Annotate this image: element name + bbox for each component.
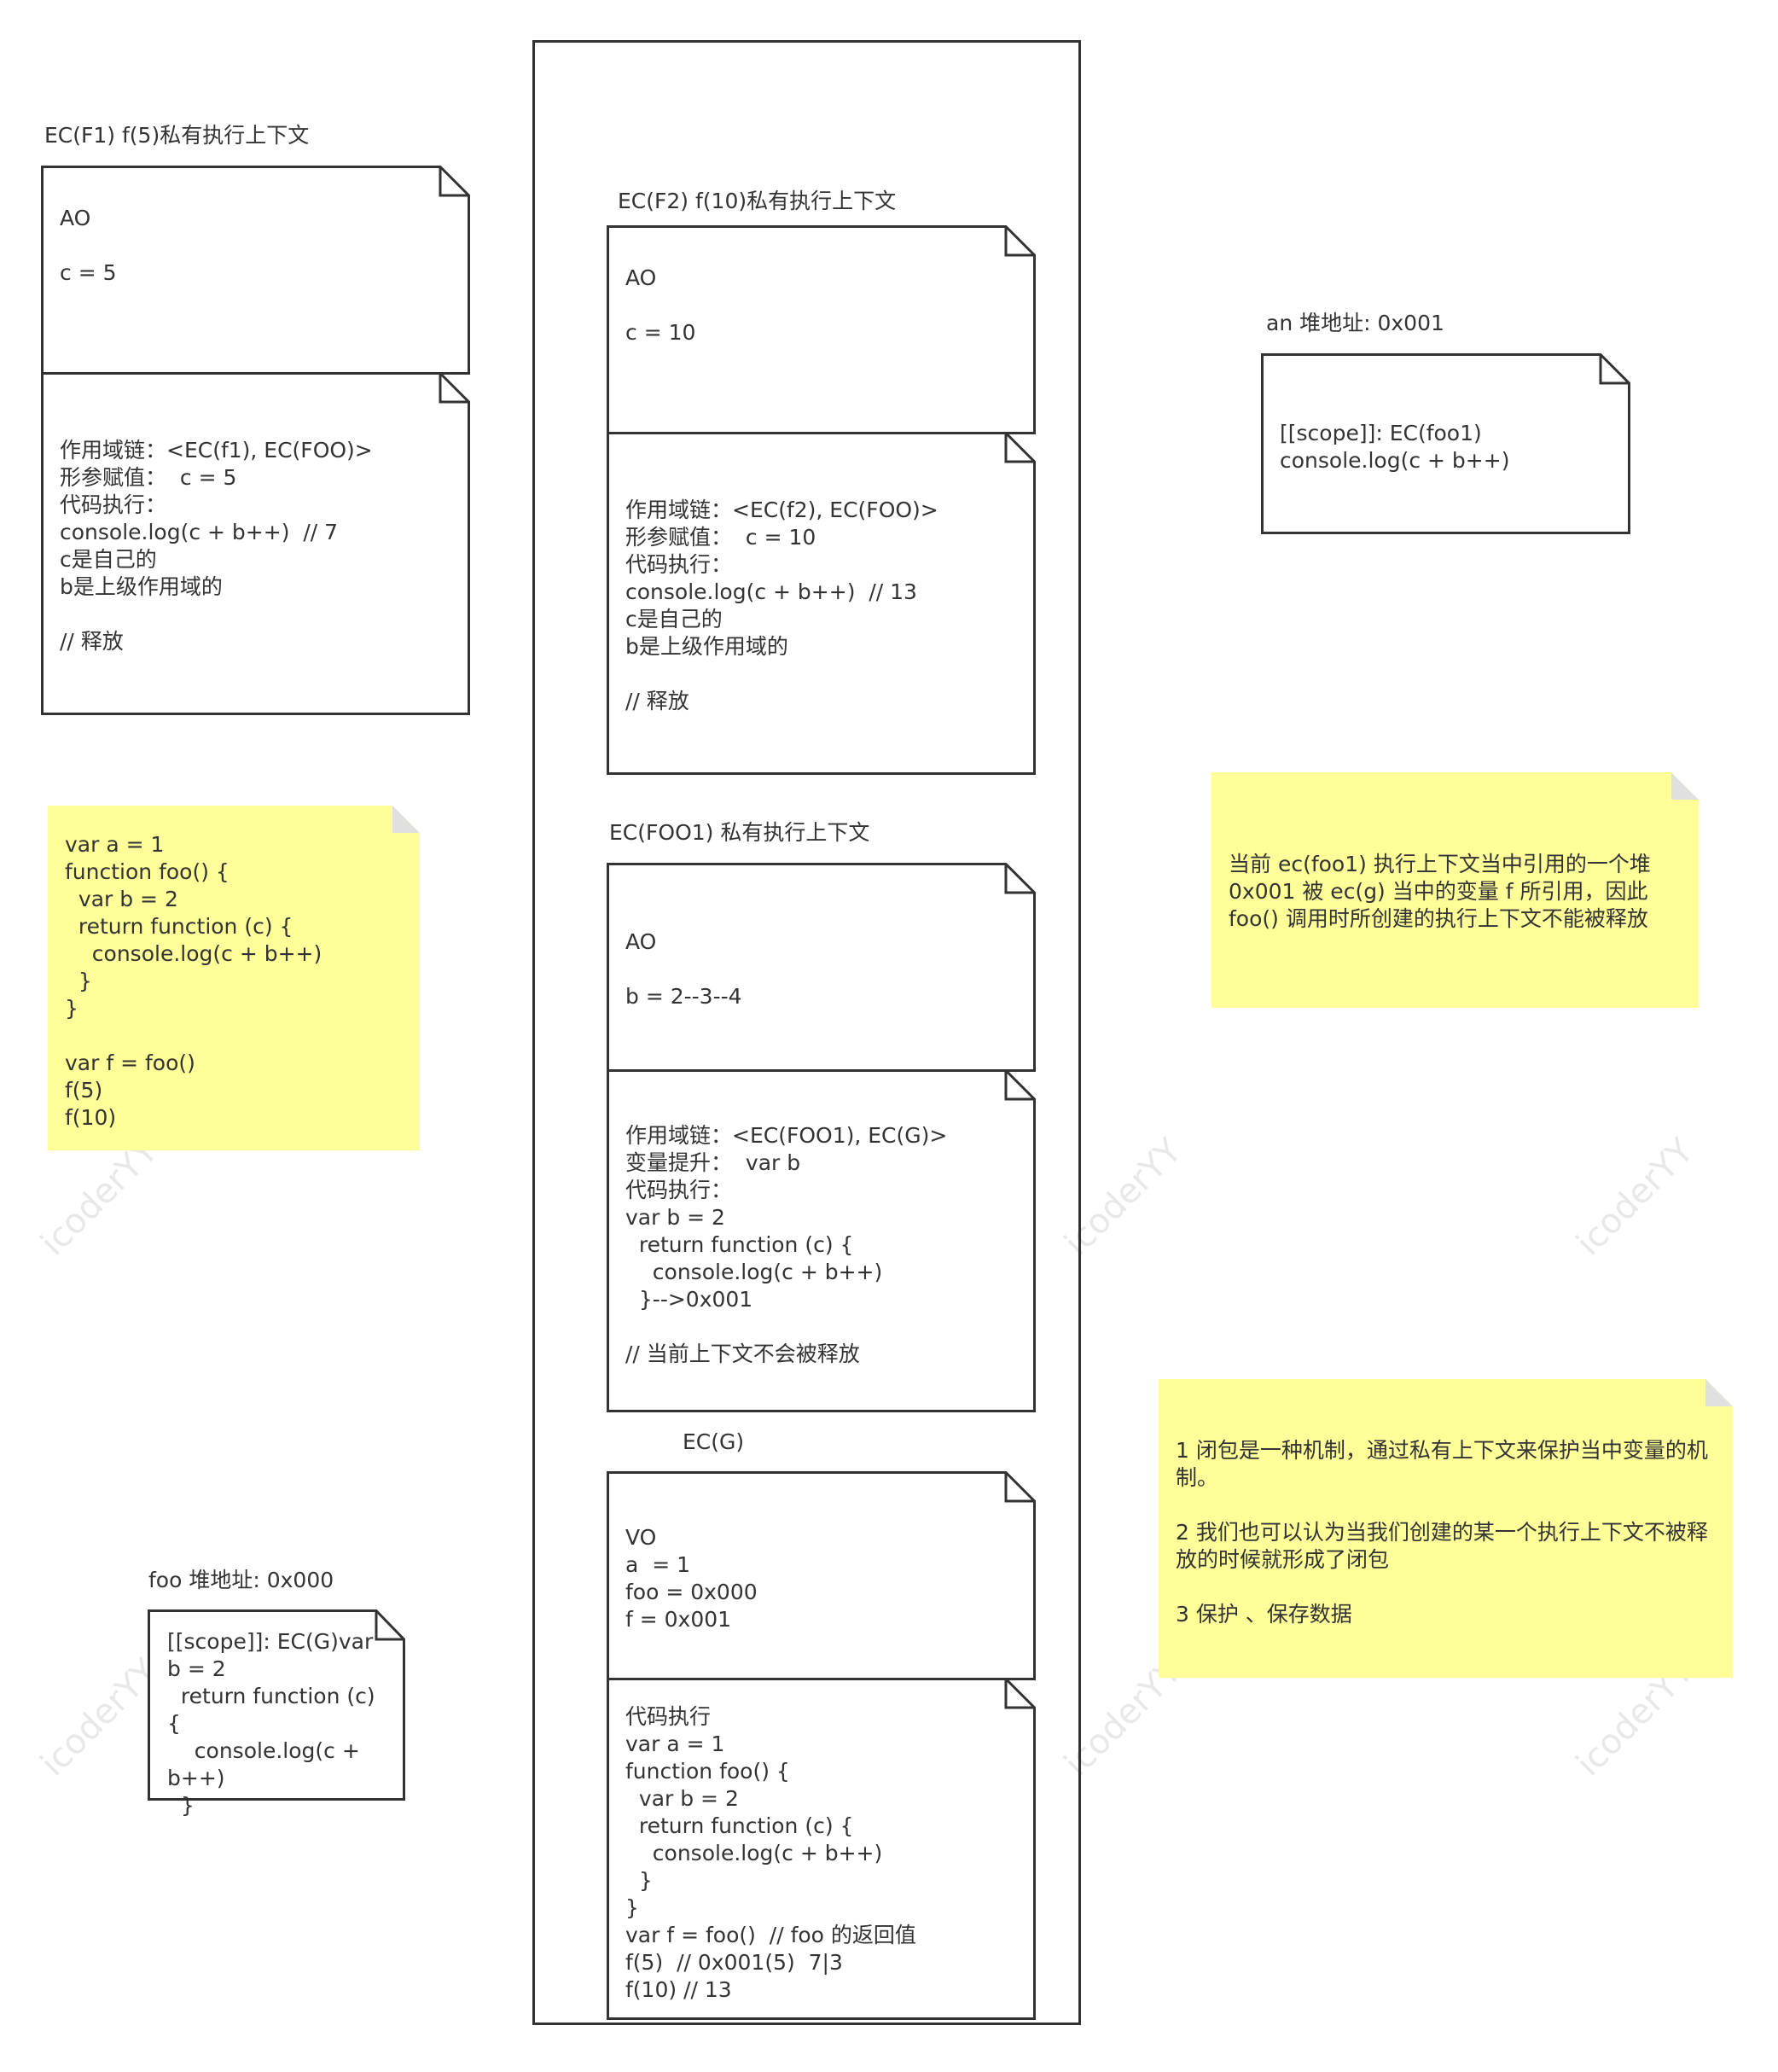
ec-f1-ao-box: [41, 166, 470, 375]
sticky-fold-icon: [392, 806, 420, 833]
heap-foo-box: [148, 1609, 405, 1801]
ec-f1-ao-text: AO c = 5: [60, 206, 117, 285]
ec-f1-code-text: 作用域链：<EC(f1), EC(FOO)> 形参赋值： c = 5 代码执行：…: [60, 438, 373, 654]
ec-f1-title: EC(F1) f(5)私有执行上下文: [44, 123, 310, 148]
sticky-fold-icon: [1671, 772, 1699, 800]
ec-f2-code-text: 作用域链：<EC(f2), EC(FOO)> 形参赋值： c = 10 代码执行…: [625, 498, 938, 713]
sticky-closure-reference-note: 当前 ec(foo1) 执行上下文当中引用的一个堆 0x001 被 ec(g) …: [1211, 772, 1699, 1008]
heap-an-title: an 堆地址: 0x001: [1266, 311, 1444, 335]
ec-g-code-text: 代码执行 var a = 1 function foo() { var b = …: [625, 1704, 916, 2002]
sticky-note2-text: 1 闭包是一种机制，通过私有上下文来保护当中变量的机制。 2 我们也可以认为当我…: [1176, 1438, 1708, 1627]
heap-foo-text: [[scope]]: EC(G)var b = 2 return functio…: [167, 1629, 375, 1818]
sticky-note1-text: 当前 ec(foo1) 执行上下文当中引用的一个堆 0x001 被 ec(g) …: [1229, 852, 1658, 931]
ec-foo1-code-text: 作用域链：<EC(FOO1), EC(G)> 变量提升： var b 代码执行：…: [625, 1123, 948, 1366]
ec-g-vo-box: [607, 1471, 1036, 1680]
ec-g-title: EC(G): [683, 1429, 745, 1454]
watermark: icoderYY: [1569, 1131, 1701, 1264]
ec-f2-ao-box: [607, 225, 1036, 434]
ec-g-code-box: [607, 1678, 1036, 2020]
heap-an-box: [1261, 353, 1630, 534]
heap-an-text: [[scope]]: EC(foo1) console.log(c + b++): [1280, 421, 1510, 473]
ec-f2-code-box: [607, 432, 1036, 775]
ec-foo1-ao-box: [607, 863, 1036, 1072]
sticky-fold-icon: [1705, 1379, 1733, 1406]
ec-foo1-ao-text: AO b = 2--3--4: [625, 929, 742, 1009]
ec-g-vo-text: VO a = 1 foo = 0x000 f = 0x001: [625, 1525, 758, 1632]
ec-foo1-title: EC(FOO1) 私有执行上下文: [609, 820, 870, 845]
heap-foo-title: foo 堆地址: 0x000: [148, 1568, 334, 1592]
watermark: icoderYY: [33, 1651, 166, 1784]
ec-f1-code-box: [41, 372, 470, 715]
ec-f2-title: EC(F2) f(10)私有执行上下文: [618, 189, 897, 213]
ec-foo1-code-box: [607, 1069, 1036, 1412]
ec-f2-ao-text: AO c = 10: [625, 265, 696, 345]
watermark: icoderYY: [33, 1131, 166, 1264]
call-stack-container: [532, 40, 1081, 2025]
sticky-code-note: var a = 1 function foo() { var b = 2 ret…: [48, 806, 420, 1150]
sticky-code-text: var a = 1 function foo() { var b = 2 ret…: [65, 832, 322, 1130]
sticky-closure-definition-note: 1 闭包是一种机制，通过私有上下文来保护当中变量的机制。 2 我们也可以认为当我…: [1159, 1379, 1733, 1678]
